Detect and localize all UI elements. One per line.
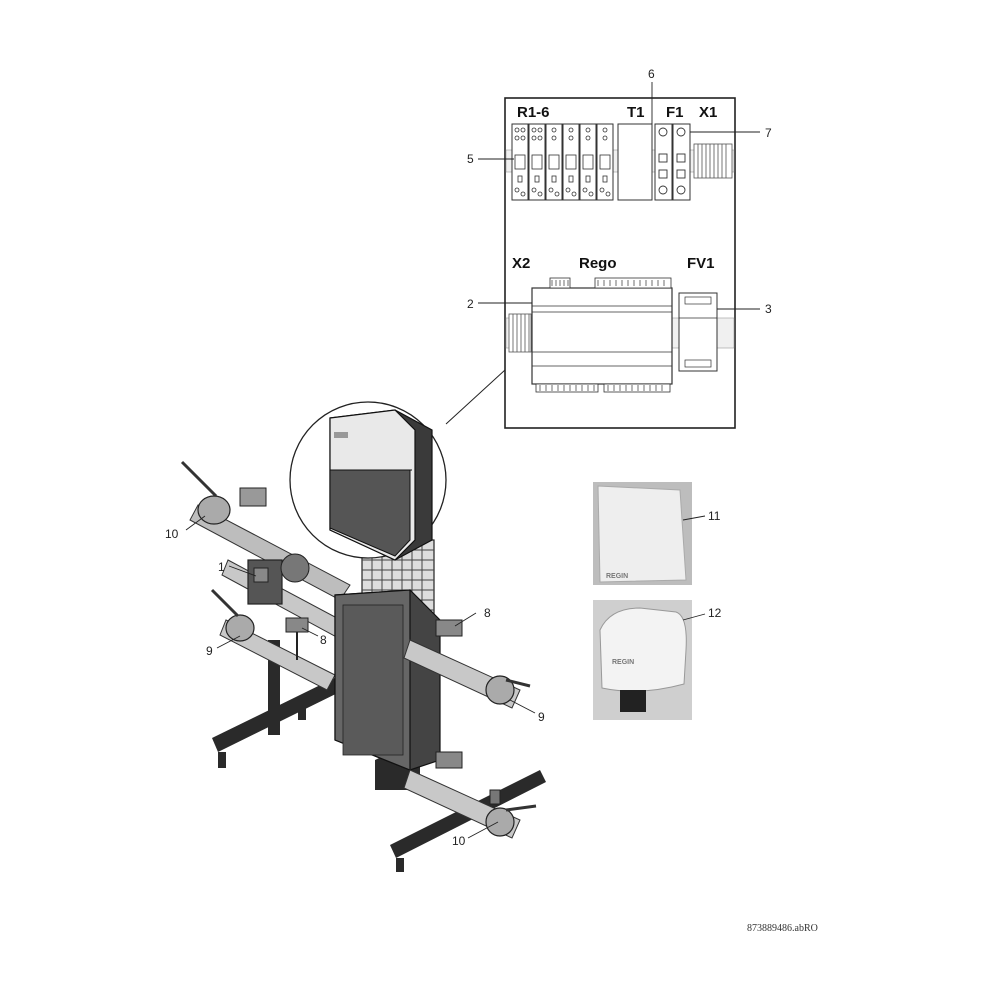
controller-icon bbox=[531, 277, 673, 393]
control-cabinet-icon bbox=[329, 409, 433, 561]
callout-10-bottom: 10 bbox=[452, 834, 466, 848]
relay-icon bbox=[596, 123, 614, 201]
heading-rego: Rego bbox=[579, 255, 617, 272]
heading-f1: F1 bbox=[666, 104, 684, 121]
sensor-photo-12: REGIN bbox=[593, 600, 692, 720]
heading-t1: T1 bbox=[627, 104, 645, 121]
callout-5: 5 bbox=[467, 152, 474, 166]
relay-icon bbox=[528, 123, 546, 201]
relay-icon bbox=[579, 123, 597, 201]
callout-10-top: 10 bbox=[165, 527, 179, 541]
callout-7: 7 bbox=[765, 126, 772, 140]
relay-icon bbox=[511, 123, 529, 201]
callout-leaders bbox=[185, 82, 760, 839]
heading-r1-6: R1-6 bbox=[517, 104, 550, 121]
heading-fv1: FV1 bbox=[687, 255, 715, 272]
heading-x2: X2 bbox=[512, 255, 530, 272]
sensor-photo-11: REGIN bbox=[593, 482, 692, 585]
ball-valve-icon bbox=[180, 460, 267, 525]
zoom-detail-circle bbox=[289, 369, 506, 561]
ball-valve-icon bbox=[210, 588, 255, 642]
right-pipes bbox=[403, 619, 537, 839]
relay-icon bbox=[545, 123, 563, 201]
callout-11: 11 bbox=[708, 509, 721, 523]
pump-icon bbox=[247, 553, 310, 605]
callout-8-right: 8 bbox=[484, 606, 491, 620]
callout-2: 2 bbox=[467, 297, 474, 311]
terminal-block-x1 bbox=[693, 143, 733, 179]
callout-12: 12 bbox=[708, 606, 722, 620]
callout-1: 1 bbox=[218, 560, 225, 574]
relay-bank-r1-6 bbox=[511, 123, 614, 201]
callout-9-right: 9 bbox=[538, 710, 545, 724]
callout-numbers: 6 5 7 2 3 1 10 9 8 8 9 10 11 12 bbox=[165, 67, 772, 848]
heading-x1: X1 bbox=[699, 104, 717, 121]
terminal-block-x2 bbox=[508, 313, 532, 353]
relay-icon bbox=[562, 123, 580, 201]
callout-9-left: 9 bbox=[206, 644, 213, 658]
figure-code: 873889486.abRO bbox=[747, 923, 818, 934]
heat-exchanger-icon bbox=[334, 589, 441, 771]
brand-label-11: REGIN bbox=[606, 573, 628, 580]
transformer-icon bbox=[617, 123, 653, 201]
callout-3: 3 bbox=[765, 302, 772, 316]
callout-8-left: 8 bbox=[320, 633, 327, 647]
surge-protector-icon bbox=[678, 292, 718, 372]
control-panel: R1-6 T1 F1 X1 X2 Rego FV1 bbox=[504, 97, 736, 429]
fuse-f1 bbox=[654, 123, 691, 201]
brand-label-12: REGIN bbox=[612, 659, 634, 666]
callout-6: 6 bbox=[648, 67, 655, 81]
